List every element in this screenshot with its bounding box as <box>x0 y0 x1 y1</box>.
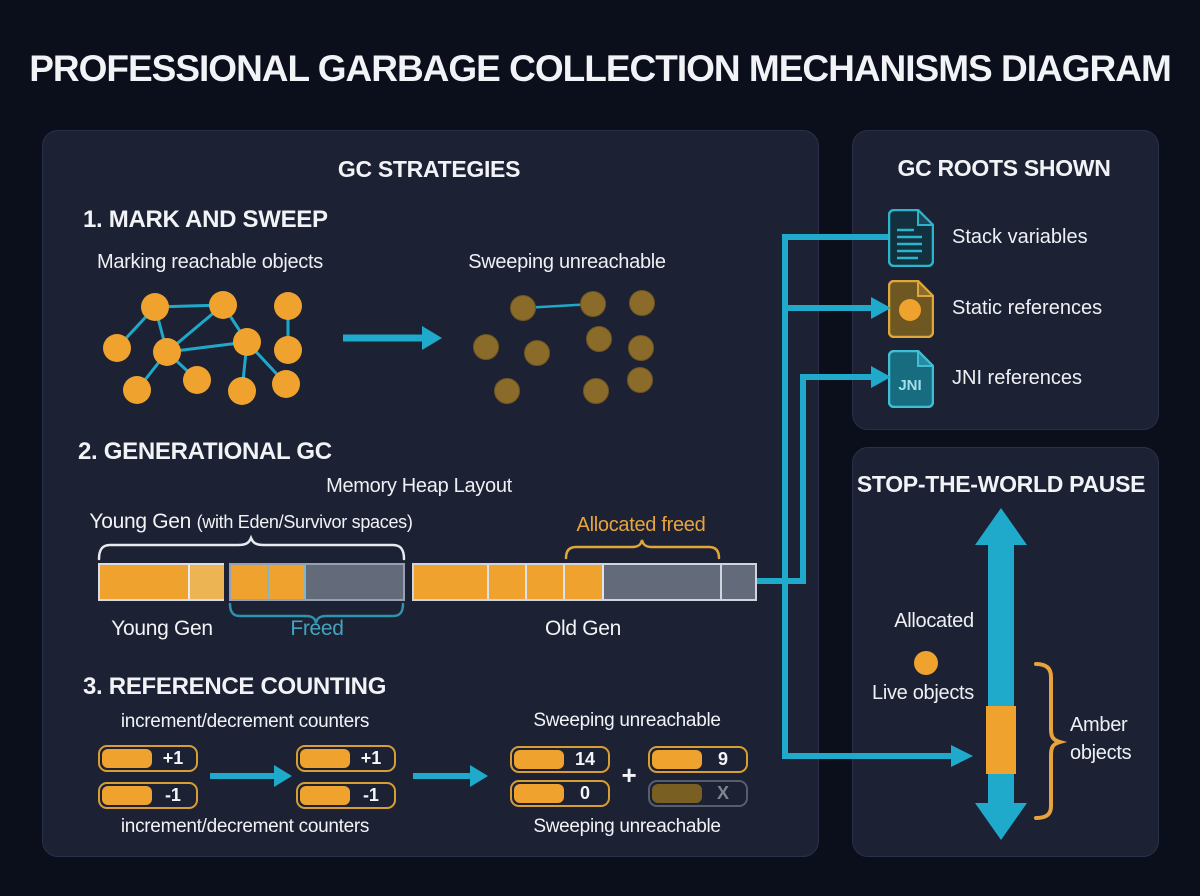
sweeping-label-bottom: Sweeping unreachable <box>533 816 721 837</box>
counter-minus1-b: -1 <box>296 782 396 809</box>
generational-heading: 2. GENERATIONAL GC <box>78 438 332 465</box>
stw-header: STOP-THE-WORLD PAUSE <box>856 471 1146 497</box>
old-gen-orange-2 <box>489 565 527 599</box>
gc-strategies-panel <box>42 130 819 857</box>
counter-value: +1 <box>162 748 184 768</box>
heap-layout-subtitle: Memory Heap Layout <box>326 475 512 497</box>
root-label: Static references <box>952 297 1103 319</box>
old-gen-orange-3 <box>527 565 565 599</box>
counter-pill <box>300 786 350 805</box>
document-circle-icon <box>887 278 936 339</box>
mark-sweep-heading: 1. MARK AND SWEEP <box>83 206 328 233</box>
root-item-jni-references: JNI JNI references <box>887 348 1158 409</box>
old-gen-bar <box>412 563 757 601</box>
counter-value: 9 <box>717 749 728 769</box>
sweeping-label-top: Sweeping unreachable <box>533 710 721 731</box>
counter-value: X <box>716 783 729 803</box>
live-objects-label: Live objects <box>871 682 975 704</box>
counter-plus1-a: +1 <box>98 745 198 772</box>
counter-value: 14 <box>574 749 595 769</box>
freed-label: Freed <box>290 617 344 640</box>
counter-value: 0 <box>579 783 590 803</box>
counter-9: 9 <box>648 746 748 773</box>
gc-roots-header: GC ROOTS SHOWN <box>897 155 1111 181</box>
stop-the-world-panel <box>852 447 1159 857</box>
freed-bar-orange-1 <box>231 565 269 599</box>
marking-label: Marking reachable objects <box>97 251 323 273</box>
page-title: PROFESSIONAL GARBAGE COLLECTION MECHANIS… <box>29 48 1172 89</box>
root-item-static-references: Static references <box>887 278 1158 339</box>
sweeping-label: Sweeping unreachable <box>468 251 666 273</box>
allocated-label: Allocated <box>894 610 974 632</box>
young-gen-brace-note: (with Eden/Survivor spaces) <box>196 512 413 532</box>
root-label: Stack variables <box>952 226 1088 248</box>
counter-pill <box>102 786 152 805</box>
counter-value: +1 <box>360 748 382 768</box>
young-gen-brace-title: Young Gen <box>89 510 192 533</box>
counter-value: -1 <box>164 785 181 805</box>
counter-x-dimmed: X <box>648 780 748 807</box>
old-gen-orange-4 <box>565 565 604 599</box>
young-gen-label: Young Gen <box>111 617 213 640</box>
old-gen-separator <box>720 565 722 599</box>
old-gen-orange-1 <box>414 565 489 599</box>
counter-plus1-b: +1 <box>296 745 396 772</box>
ref-counting-heading: 3. REFERENCE COUNTING <box>83 673 387 700</box>
young-gen-bar <box>98 563 224 601</box>
gc-strategies-header: GC STRATEGIES <box>337 156 521 182</box>
document-lines-icon <box>887 207 936 268</box>
counter-14: 14 <box>510 746 610 773</box>
counters-label-top: increment/decrement counters <box>120 711 370 732</box>
counter-0: 0 <box>510 780 610 807</box>
root-item-stack-variables: Stack variables <box>887 207 1158 268</box>
amber-objects-label-line1: Amber <box>1070 714 1128 736</box>
young-gen-brace-label: Young Gen (with Eden/Survivor spaces) <box>89 510 412 534</box>
counters-label-bottom: increment/decrement counters <box>120 816 370 837</box>
counter-pill <box>652 750 702 769</box>
old-gen-label: Old Gen <box>544 617 622 640</box>
root-label: JNI references <box>952 367 1083 389</box>
allocated-freed-label: Allocated freed <box>576 514 706 536</box>
counter-pill <box>514 784 564 803</box>
document-jni-icon: JNI <box>887 348 936 409</box>
counter-pill <box>514 750 564 769</box>
counter-pill <box>300 749 350 768</box>
counter-minus1-a: -1 <box>98 782 198 809</box>
plus-sign: + <box>621 760 637 790</box>
counter-pill <box>652 784 702 803</box>
young-gen-survivor-segment <box>188 565 224 599</box>
counter-value: -1 <box>362 785 379 805</box>
amber-objects-label-line2: objects <box>1070 742 1132 764</box>
counter-pill <box>102 749 152 768</box>
jni-icon-text: JNI <box>898 377 921 394</box>
freed-bar-orange-2 <box>269 565 306 599</box>
freed-bar <box>229 563 405 601</box>
